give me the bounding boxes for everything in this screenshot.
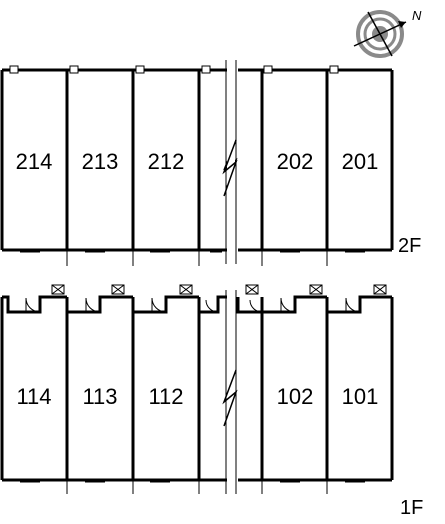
- compass-icon: [353, 10, 407, 58]
- unit-201: 201: [342, 149, 379, 174]
- unit-212: 212: [148, 149, 185, 174]
- unit-102: 102: [277, 384, 314, 409]
- unit-101: 101: [342, 384, 379, 409]
- unit-202: 202: [277, 149, 314, 174]
- upper-floor: [0, 68, 394, 252]
- break-mark-lower: [222, 369, 238, 427]
- floor-label-2f: 2F: [398, 235, 421, 257]
- lower-floor: [0, 295, 394, 482]
- unit-213: 213: [82, 149, 119, 174]
- unit-113: 113: [82, 384, 117, 409]
- unit-112: 112: [148, 384, 183, 409]
- floor-label-1f: 1F: [400, 497, 423, 519]
- unit-214: 214: [16, 149, 53, 174]
- unit-114: 114: [16, 384, 51, 409]
- north-label: N: [412, 8, 422, 23]
- lower-floor-doors: [20, 284, 387, 494]
